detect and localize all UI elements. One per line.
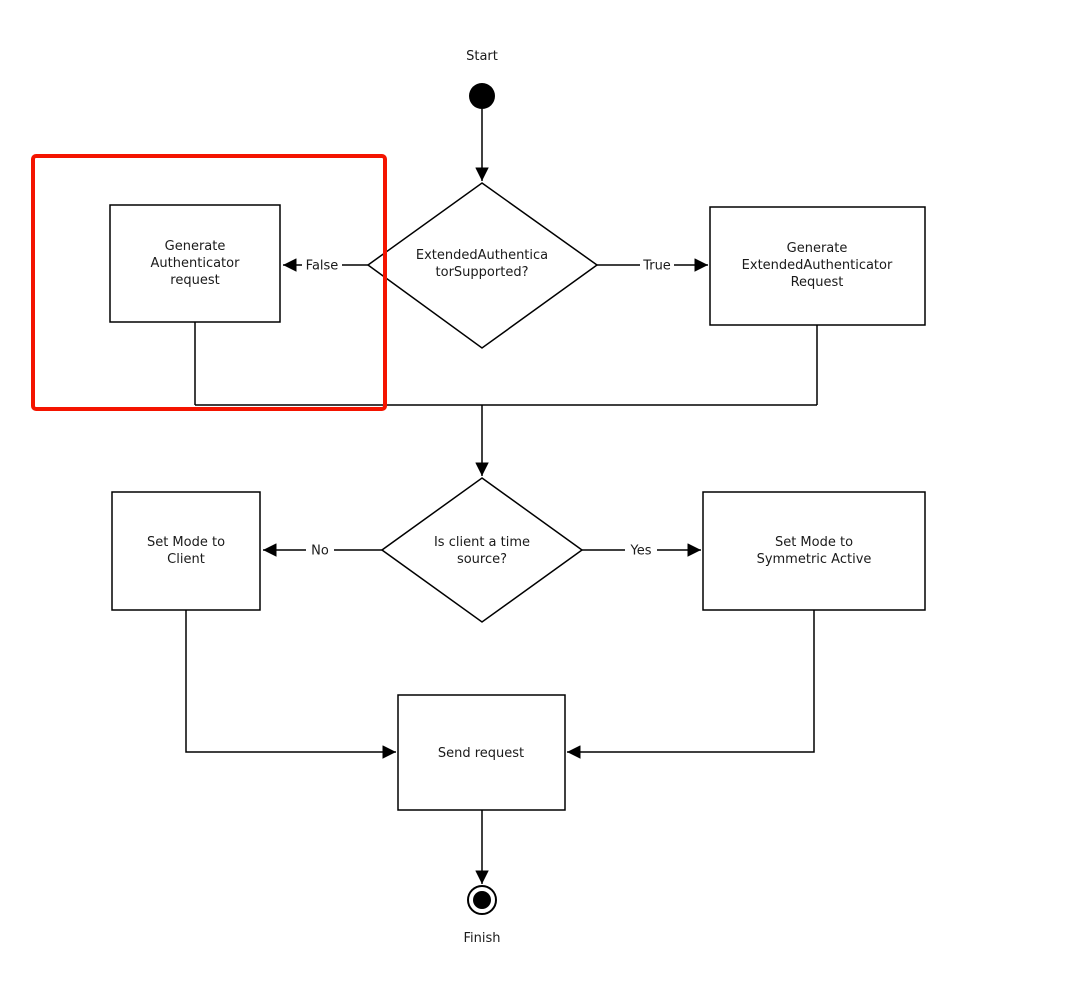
true-label-background xyxy=(640,257,674,273)
process-set-mode-symmetric-active xyxy=(702,491,926,611)
generate-authenticator-text-line1: Generate xyxy=(165,239,226,254)
decision-supported-text-line2: torSupported? xyxy=(436,265,529,280)
no-edge-label: No xyxy=(311,544,329,559)
set-mode-symmetric-text-line2: Symmetric Active xyxy=(757,552,872,567)
finish-node xyxy=(473,891,491,909)
process-generate-extended-authenticator-request xyxy=(709,206,926,326)
set-mode-client-text-line2: Client xyxy=(167,552,205,567)
process-set-mode-client xyxy=(111,491,261,611)
send-request-text: Send request xyxy=(438,746,524,761)
false-label-background xyxy=(302,257,342,273)
generate-extended-text-line2: ExtendedAuthenticator xyxy=(742,258,893,273)
decision-time-source-text-line1: Is client a time xyxy=(434,535,530,550)
finish-label: Finish xyxy=(463,931,500,946)
set-mode-client-text-line1: Set Mode to xyxy=(147,535,225,550)
start-label: Start xyxy=(466,49,498,64)
highlight-annotation-rect xyxy=(31,154,387,411)
edge-client-to-send-request xyxy=(185,610,396,759)
process-generate-authenticator-request xyxy=(109,204,281,323)
generate-extended-text-line3: Request xyxy=(791,275,844,290)
yes-edge-label: Yes xyxy=(630,544,652,559)
generate-authenticator-text-line2: Authenticator xyxy=(151,256,241,271)
decision-extended-authenticator-supported xyxy=(366,182,599,349)
decision-is-client-time-source xyxy=(380,477,584,623)
no-label-background xyxy=(306,542,334,558)
yes-label-background xyxy=(625,542,657,558)
false-edge-label: False xyxy=(306,259,339,274)
generate-authenticator-text-line3: request xyxy=(170,273,219,288)
true-edge-label: True xyxy=(642,259,671,274)
set-mode-symmetric-text-line1: Set Mode to xyxy=(775,535,853,550)
start-node xyxy=(469,83,495,109)
generate-extended-text-line1: Generate xyxy=(787,241,848,256)
decision-time-source-text-line2: source? xyxy=(457,552,507,567)
edge-symmetric-to-send-request xyxy=(567,610,815,759)
decision-supported-text-line1: ExtendedAuthentica xyxy=(416,248,548,263)
